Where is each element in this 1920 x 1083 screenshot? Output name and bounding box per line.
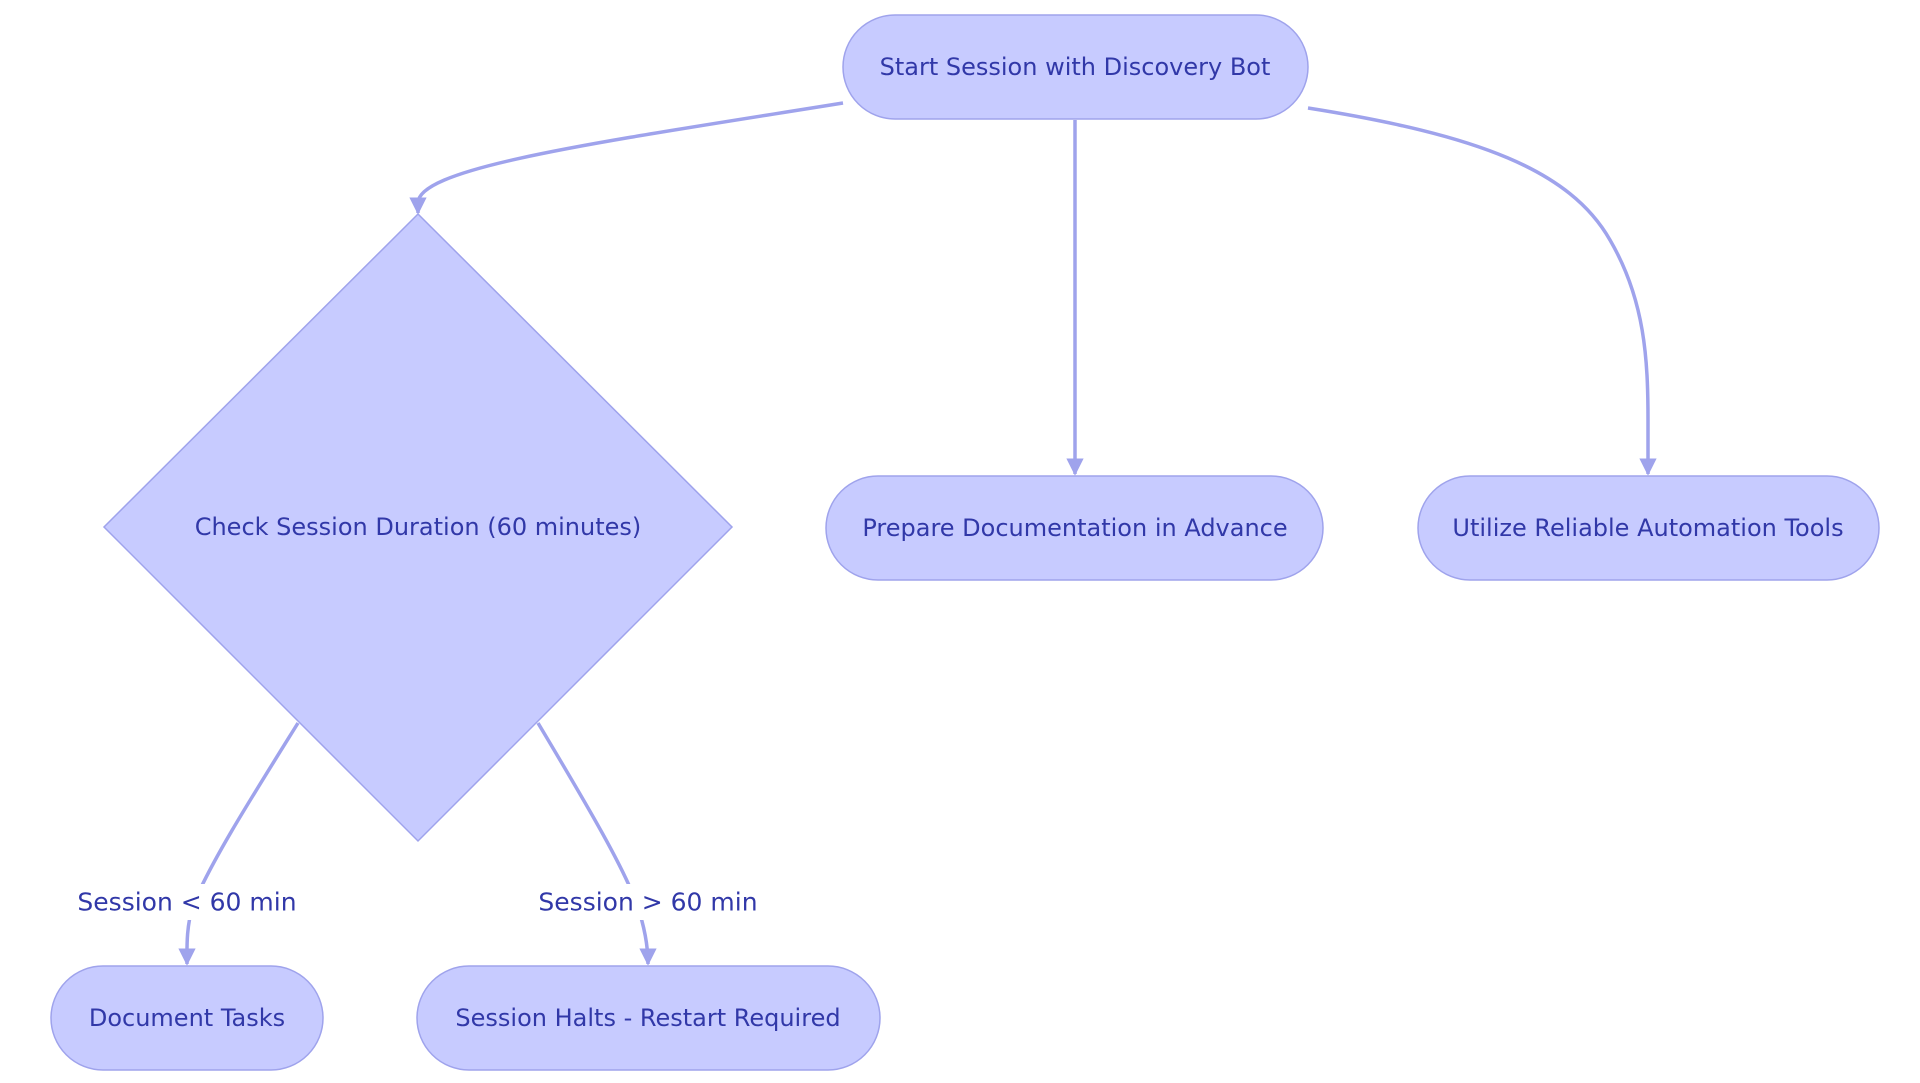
edge-labels: Session < 60 min Session > 60 min	[77, 884, 758, 920]
node-prepare[interactable]: Prepare Documentation in Advance	[825, 475, 1324, 581]
node-prepare-shape	[825, 475, 1324, 581]
node-utilize-label: Utilize Reliable Automation Tools	[1452, 514, 1843, 542]
node-check-shape	[102, 212, 734, 843]
edge-check-to-document	[178, 722, 300, 966]
node-prepare-label: Prepare Documentation in Advance	[862, 514, 1287, 542]
nodes: Start Session with Discovery Bot Check S…	[50, 14, 1880, 1071]
node-start[interactable]: Start Session with Discovery Bot	[842, 14, 1309, 120]
edge-label-over-60: Session > 60 min	[538, 888, 757, 917]
edge-label-bg-under	[80, 884, 295, 920]
node-start-shape	[842, 14, 1309, 120]
node-document-shape	[50, 965, 324, 1071]
node-utilize[interactable]: Utilize Reliable Automation Tools	[1417, 475, 1880, 581]
node-document-label: Document Tasks	[89, 1004, 285, 1032]
node-document[interactable]: Document Tasks	[50, 965, 324, 1071]
edge-label-under-60: Session < 60 min	[77, 888, 296, 917]
edge-check-to-halts	[536, 722, 657, 966]
edge-label-bg-over	[540, 884, 755, 920]
edge-start-to-check	[409, 101, 844, 215]
node-halts[interactable]: Session Halts - Restart Required	[416, 965, 881, 1071]
node-halts-label: Session Halts - Restart Required	[455, 1004, 840, 1032]
node-check-decision[interactable]: Check Session Duration (60 minutes)	[102, 212, 734, 843]
edge-start-to-utilize	[1307, 106, 1657, 476]
node-utilize-shape	[1417, 475, 1880, 581]
node-start-label: Start Session with Discovery Bot	[880, 53, 1271, 81]
node-check-label: Check Session Duration (60 minutes)	[195, 513, 642, 541]
node-halts-shape	[416, 965, 881, 1071]
